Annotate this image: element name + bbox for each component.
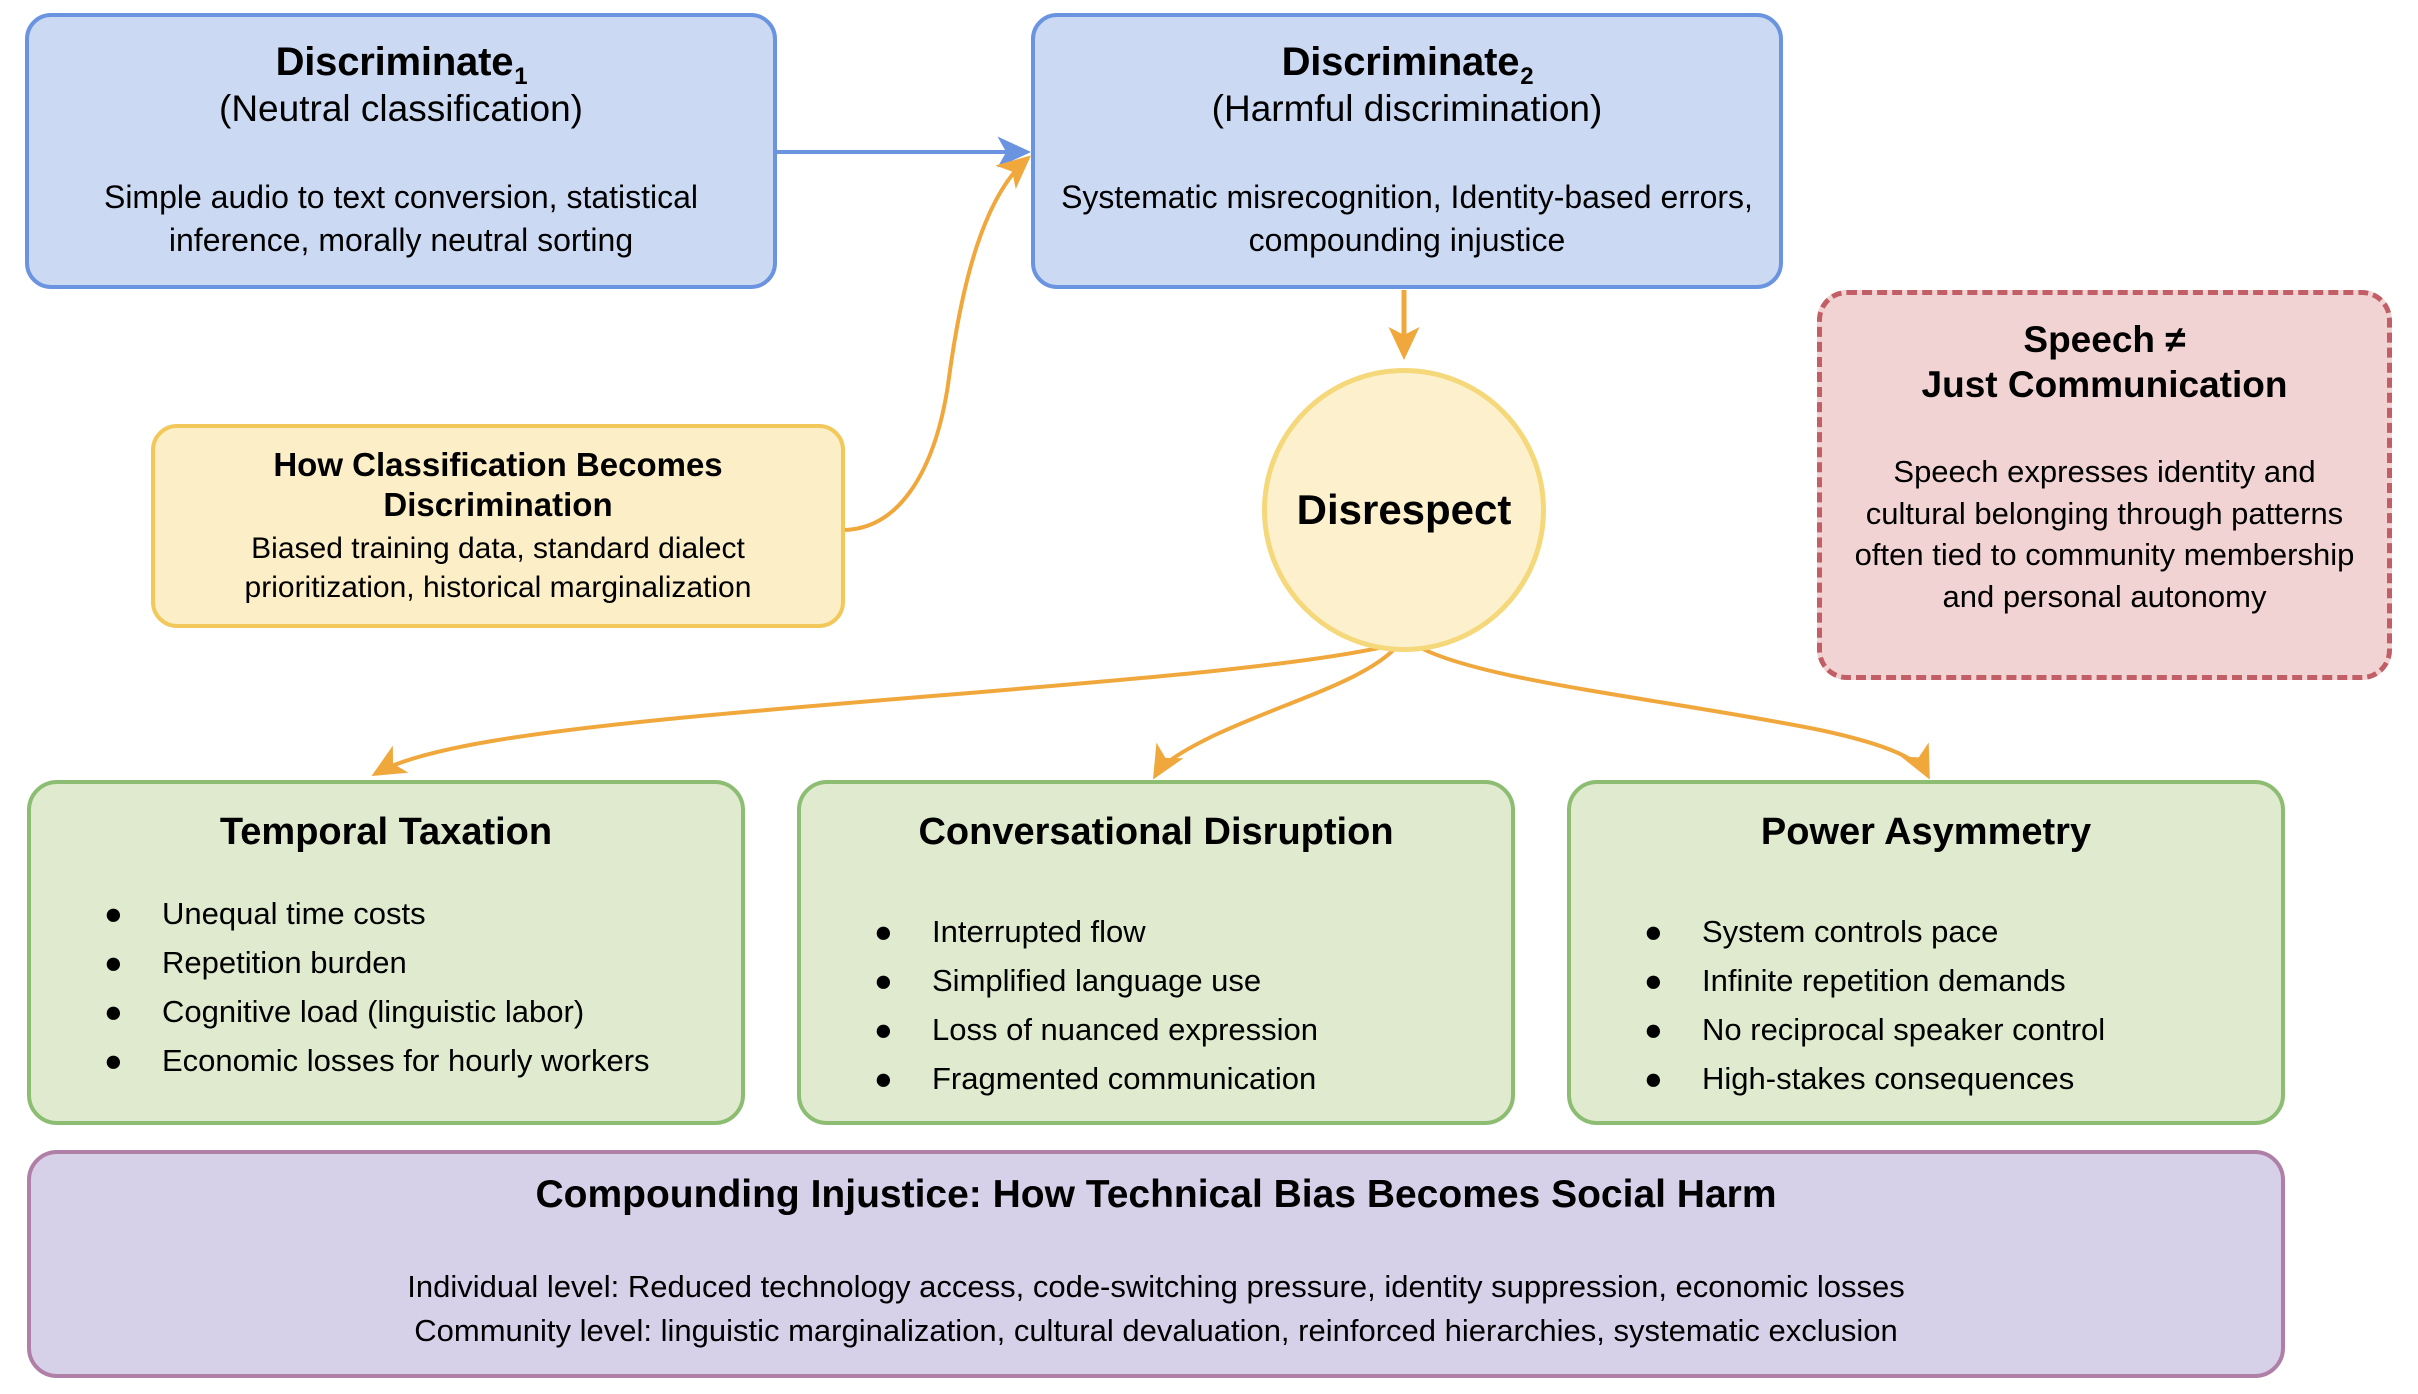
harm-title: Power Asymmetry bbox=[1760, 811, 2092, 853]
list-item-label: No reciprocal speaker control bbox=[1702, 1012, 2106, 1048]
list-item: ● Fragmented communication bbox=[856, 1059, 1456, 1099]
list-item: ● Economic losses for hourly workers bbox=[86, 1041, 686, 1081]
edge-disrespect-to-temporal-taxation bbox=[371, 641, 1401, 776]
node-speech-not-just-communication[interactable]: Speech ≠ Just Communication Speech expre… bbox=[1817, 290, 2392, 680]
list-item: ● No reciprocal speaker control bbox=[1626, 1010, 2226, 1050]
harm-bullet-list: ● Interrupted flow ● Simplified language… bbox=[856, 912, 1456, 1109]
discriminate-1-title: Discriminate1 bbox=[275, 40, 528, 90]
list-item-label: Infinite repetition demands bbox=[1702, 962, 2066, 998]
discriminate-2-subtitle: (Harmful discrimination) bbox=[1211, 88, 1603, 130]
discriminate-1-subtitle: (Neutral classification) bbox=[219, 88, 583, 130]
list-item-label: Economic losses for hourly workers bbox=[162, 1043, 650, 1079]
list-item-label: Fragmented communication bbox=[932, 1061, 1317, 1097]
harm-bullet-list: ● System controls pace ● Infinite repeti… bbox=[1626, 912, 2226, 1109]
node-discriminate-2[interactable]: Discriminate2 (Harmful discrimination) S… bbox=[1031, 13, 1783, 289]
bullet-icon: ● bbox=[104, 1043, 123, 1079]
bullet-icon: ● bbox=[1644, 913, 1663, 949]
node-harm-conversational-disruption[interactable]: Conversational Disruption ● Interrupted … bbox=[797, 780, 1515, 1125]
bullet-icon: ● bbox=[1644, 1012, 1663, 1048]
list-item-label: Interrupted flow bbox=[932, 913, 1146, 949]
summary-line-individual: Individual level: Reduced technology acc… bbox=[407, 1268, 1905, 1304]
node-harm-power-asymmetry[interactable]: Power Asymmetry ● System controls pace ●… bbox=[1567, 780, 2285, 1125]
node-how-classification-becomes-discrimination[interactable]: How Classification Becomes Discriminatio… bbox=[151, 424, 845, 628]
discriminate-1-subscript: 1 bbox=[514, 63, 528, 90]
harm-title: Temporal Taxation bbox=[219, 811, 553, 853]
bullet-icon: ● bbox=[104, 895, 123, 931]
disrespect-label: Disrespect bbox=[1296, 486, 1512, 533]
speech-callout-title-line-2: Just Communication bbox=[1921, 364, 2288, 406]
list-item: ● Unequal time costs bbox=[86, 894, 686, 934]
discriminate-1-body: Simple audio to text conversion, statist… bbox=[103, 178, 699, 259]
list-item: ● High-stakes consequences bbox=[1626, 1059, 2226, 1099]
list-item: ● System controls pace bbox=[1626, 912, 2226, 952]
summary-lines: Individual level: Reduced technology acc… bbox=[407, 1265, 1904, 1353]
node-harm-temporal-taxation[interactable]: Temporal Taxation ● Unequal time costs ●… bbox=[27, 780, 745, 1125]
harm-title: Conversational Disruption bbox=[918, 811, 1394, 853]
bullet-icon: ● bbox=[874, 913, 893, 949]
bullet-icon: ● bbox=[1644, 1061, 1663, 1097]
bullet-icon: ● bbox=[1644, 962, 1663, 998]
list-item: ● Simplified language use bbox=[856, 961, 1456, 1001]
speech-callout-title-line-1: Speech ≠ bbox=[2023, 319, 2186, 360]
discriminate-2-subscript: 2 bbox=[1520, 63, 1534, 90]
list-item-label: Cognitive load (linguistic labor) bbox=[162, 994, 585, 1030]
speech-callout-body: Speech expresses identity and cultural b… bbox=[1854, 454, 2355, 614]
node-compounding-injustice-summary[interactable]: Compounding Injustice: How Technical Bia… bbox=[27, 1150, 2285, 1378]
list-item: ● Infinite repetition demands bbox=[1626, 961, 2226, 1001]
discriminate-2-body: Systematic misrecognition, Identity-base… bbox=[1061, 178, 1753, 259]
edge-mechanism-to-discriminate2 bbox=[844, 155, 1032, 532]
bullet-icon: ● bbox=[104, 944, 123, 980]
bullet-icon: ● bbox=[874, 962, 893, 998]
list-item-label: High-stakes consequences bbox=[1702, 1061, 2075, 1097]
node-discriminate-1[interactable]: Discriminate1 (Neutral classification) S… bbox=[25, 13, 777, 289]
bullet-icon: ● bbox=[874, 1012, 893, 1048]
mechanism-title: How Classification Becomes Discriminatio… bbox=[273, 445, 723, 523]
list-item-label: Loss of nuanced expression bbox=[932, 1012, 1319, 1048]
list-item-label: System controls pace bbox=[1702, 913, 1999, 949]
bullet-icon: ● bbox=[874, 1061, 893, 1097]
bullet-icon: ● bbox=[104, 994, 123, 1030]
list-item-label: Simplified language use bbox=[932, 962, 1262, 998]
list-item-label: Unequal time costs bbox=[162, 895, 426, 931]
discriminate-2-title: Discriminate2 bbox=[1281, 40, 1534, 90]
node-disrespect[interactable]: Disrespect bbox=[1262, 368, 1546, 652]
mechanism-body: Biased training data, standard dialect p… bbox=[244, 532, 752, 605]
list-item: ● Cognitive load (linguistic labor) bbox=[86, 992, 686, 1032]
edge-disrespect-to-conversational-disruption bbox=[1152, 641, 1402, 780]
harm-bullet-list: ● Unequal time costs ● Repetition burden… bbox=[86, 894, 686, 1091]
list-item: ● Interrupted flow bbox=[856, 912, 1456, 952]
list-item: ● Repetition burden bbox=[86, 943, 686, 983]
summary-title: Compounding Injustice: How Technical Bia… bbox=[535, 1173, 1777, 1216]
summary-line-community: Community level: linguistic marginalizat… bbox=[414, 1312, 1898, 1348]
list-item: ● Loss of nuanced expression bbox=[856, 1010, 1456, 1050]
list-item-label: Repetition burden bbox=[162, 944, 407, 980]
